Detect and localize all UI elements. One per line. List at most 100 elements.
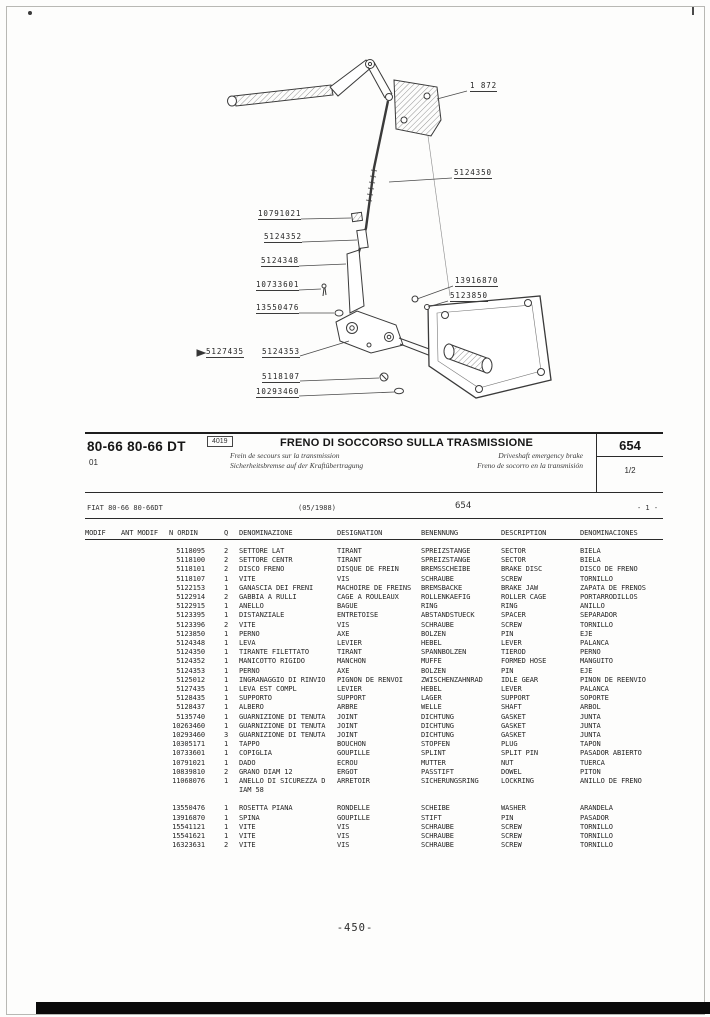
cell-description: NUT	[501, 758, 514, 767]
cell-description: FORMED HOSE	[501, 657, 547, 666]
cell-benennung: SCHRAUBE	[421, 620, 454, 629]
cell-qty: 1	[223, 804, 229, 813]
cell-benennung: WELLE	[421, 703, 442, 712]
cell-n-ordin: 5128435	[176, 694, 205, 703]
cell-description: RING	[501, 602, 518, 611]
cell-designation: TIRANT	[337, 547, 362, 555]
cell-ant-modif	[121, 602, 169, 611]
cell-designation: VIS	[337, 574, 350, 583]
cell-ant-modif	[121, 547, 169, 556]
cell-modif	[85, 630, 121, 639]
cell-designation: ARRETOIR	[337, 777, 370, 786]
cell-qty: 1	[223, 657, 229, 666]
cell-benennung: SCHRAUBE	[421, 822, 454, 831]
cell-ant-modif	[121, 621, 169, 630]
cell-modif	[85, 657, 121, 666]
cell-denominazione: SUPPORTO	[239, 694, 272, 703]
cell-modif	[85, 593, 121, 602]
callout-leader-lines	[298, 90, 468, 397]
cell-qty: 2	[223, 841, 229, 850]
cell-description: SPLIT PIN	[501, 749, 539, 758]
cell-ant-modif	[121, 639, 169, 648]
cell-designation: PIGNON DE RENVOI	[337, 675, 403, 684]
cell-qty: 1	[223, 813, 229, 822]
cell-modif	[85, 694, 121, 703]
cell-benennung: SPLINT	[421, 749, 446, 758]
cell-denominazione: GABBIA A RULLI	[239, 593, 297, 602]
cell-benennung: SICHERUNGSRING	[421, 777, 479, 786]
cell-description: SCREW	[501, 841, 522, 850]
cell-description: SCREW	[501, 822, 522, 831]
cell-designation: LEVIER	[337, 639, 362, 648]
cell-designation: ENTRETOISE	[337, 611, 379, 620]
cell-denominazione: MANICOTTO RIGIDO	[239, 657, 305, 666]
cell-ant-modif	[121, 667, 169, 676]
cell-modif	[85, 703, 121, 712]
cell-ant-modif	[121, 841, 169, 850]
cell-qty: 1	[223, 666, 229, 675]
cell-description: PIN	[501, 666, 514, 675]
cell-denominaciones: EJE	[580, 629, 593, 638]
table-header-row: MODIF ANT MODIF N ORDIN Q DENOMINAZIONE …	[85, 518, 663, 540]
cell-denominazione: SPINA	[239, 813, 260, 822]
cell-designation: TIRANT	[337, 648, 362, 657]
cell-modif	[85, 611, 121, 620]
page-title: FRENO DI SOCCORSO SULLA TRASMISSIONE	[279, 437, 534, 449]
cell-designation: MANCHON	[337, 657, 366, 666]
cell-denominaciones: PERNO	[580, 648, 601, 657]
cell-qty: 2	[223, 767, 229, 776]
callout-1872: 1 872	[470, 81, 498, 92]
col-header-modif: MODIF	[85, 529, 106, 537]
cell-designation: AXE	[337, 666, 350, 675]
cell-designation: VIS	[337, 822, 350, 831]
cell-description: PIN	[501, 813, 514, 822]
cell-ant-modif	[121, 777, 169, 795]
cell-modif	[85, 639, 121, 648]
cell-ant-modif	[121, 648, 169, 657]
cell-designation: ECROU	[337, 758, 358, 767]
cell-ant-modif	[121, 740, 169, 749]
cell-benennung: LAGER	[421, 694, 442, 703]
cell-ant-modif	[121, 759, 169, 768]
cell-denominaciones: TORNILLO	[580, 832, 613, 841]
cell-benennung: SPREIZSTANGE	[421, 547, 471, 555]
meta-row: FIAT 80-66 80-66DT (05/1988) 654 - 1 -	[85, 491, 663, 519]
meta-date: (05/1988)	[298, 504, 336, 512]
cell-description: LEVER	[501, 685, 522, 694]
col-header-denominazione: DENOMINAZIONE	[239, 529, 293, 537]
cell-denominaciones: ZAPATA DE FRENOS	[580, 583, 646, 592]
cell-denominazione: SETTORE LAT	[239, 547, 285, 555]
cell-denominaciones: ARBOL	[580, 703, 601, 712]
scan-edge-bar	[36, 1002, 710, 1014]
parts-table: MODIF ANT MODIF N ORDIN Q DENOMINAZIONE …	[85, 518, 663, 851]
cell-n-ordin: 5124352	[176, 657, 205, 666]
cell-qty: 1	[223, 822, 229, 831]
cell-n-ordin: 5123396	[176, 620, 205, 629]
cell-modif	[85, 713, 121, 722]
cell-description: PIN	[501, 629, 514, 638]
cell-denominazione: GRANO DIAM 12	[239, 767, 293, 776]
table-group-gap	[85, 795, 663, 804]
cell-denominaciones: ANILLO DE FRENO	[580, 777, 642, 786]
cell-denominazione: ROSETTA PIANA	[239, 804, 293, 813]
cell-designation: GOUPILLE	[337, 813, 370, 822]
callout-5124353: 5124353	[262, 347, 300, 358]
cell-denominaciones: MANGUITO	[580, 657, 613, 666]
meta-model-line: FIAT 80-66 80-66DT	[87, 504, 163, 512]
cell-denominaciones: PINON DE REENVIO	[580, 675, 646, 684]
cell-denominaciones: ANILLO	[580, 602, 605, 611]
